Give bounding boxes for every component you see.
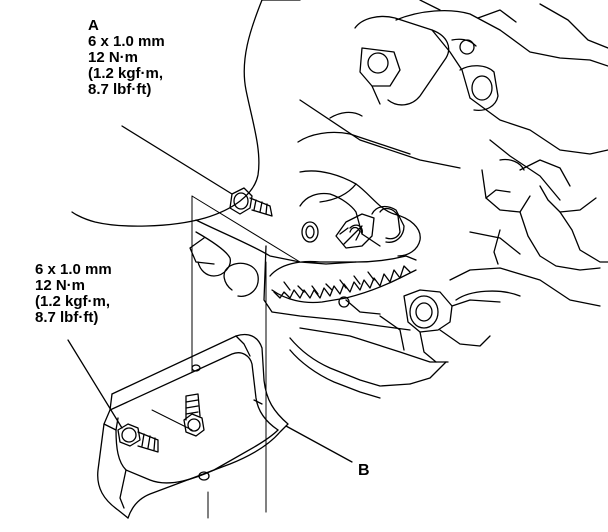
callout-b-size: 6 x 1.0 mm <box>35 261 112 278</box>
alignment-lines <box>152 196 356 518</box>
transmission-housing <box>190 171 500 398</box>
callout-b-torque-kgf: (1.2 kgf·m, <box>35 293 111 310</box>
leader-line-b-bolts <box>68 340 122 428</box>
callout-a-letter: A <box>88 17 99 34</box>
callout-a-size: 6 x 1.0 mm <box>88 33 165 50</box>
callout-a-torque: 12 N·m <box>88 49 139 66</box>
bolt-b-center-icon <box>184 394 204 436</box>
bolt-a-icon <box>230 188 318 242</box>
bracket-b <box>98 335 288 519</box>
bolt-b-left-icon <box>118 424 158 452</box>
callout-bolt-a: A 6 x 1.0 mm 12 N·m (1.2 kgf·m, 8.7 lbf·… <box>88 18 165 98</box>
engine-components <box>298 0 608 306</box>
callout-b-torque: 12 N·m <box>35 277 86 294</box>
leader-line-a <box>122 126 232 194</box>
callout-a-torque-lbf: 8.7 lbf·ft) <box>88 81 152 98</box>
callout-b-torque-lbf: 8.7 lbf·ft) <box>35 309 99 326</box>
leader-line-b <box>286 426 352 462</box>
callout-bracket-bolts: 6 x 1.0 mm 12 N·m (1.2 kgf·m, 8.7 lbf·ft… <box>35 262 112 326</box>
label-bracket-b: B <box>358 462 370 479</box>
callout-a-torque-kgf: (1.2 kgf·m, <box>88 65 164 82</box>
engine-block-outline <box>72 0 300 226</box>
